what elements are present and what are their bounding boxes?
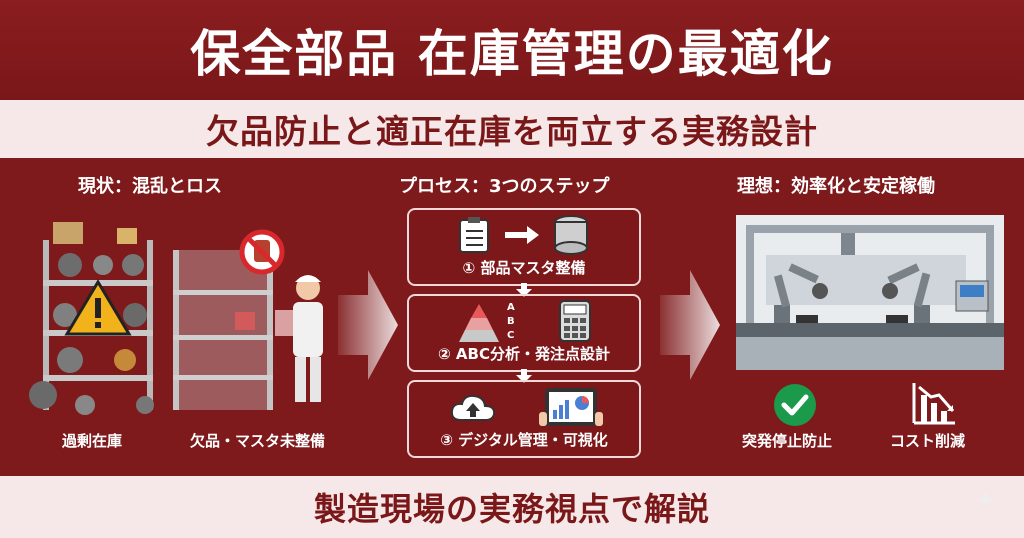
robot-arm-right — [882, 263, 931, 323]
arrow-left-to-middle — [338, 270, 398, 380]
left-heading: 現状：混乱とロス — [78, 176, 222, 197]
abc-label-c: C — [507, 330, 515, 341]
caption-cost-reduction: コスト削減 — [890, 432, 966, 450]
subtitle: 欠品防止と適正在庫を両立する実務設計 — [206, 112, 818, 151]
cost-down-icon — [912, 383, 955, 425]
sparkle-icon: ✦ — [975, 486, 996, 514]
robot-arm-left — [773, 263, 828, 323]
main-title: 保全部品 在庫管理の最適化 — [0, 0, 1024, 100]
step-3-label: ③ デジタル管理・可視化 — [440, 431, 608, 449]
step-1-box: ① 部品マスタ整備 — [407, 208, 641, 286]
factory-illustration — [736, 215, 1004, 370]
abc-pyramid-icon — [459, 304, 499, 342]
clipboard-icon — [459, 217, 489, 253]
left-illustration — [29, 222, 323, 415]
right-arrow-icon — [505, 226, 539, 244]
worker-figure — [275, 275, 323, 402]
footer-band: 製造現場の実務視点で解説 — [0, 476, 1024, 538]
database-icon — [554, 215, 588, 255]
calculator-icon — [559, 300, 591, 342]
tablet-chart-icon — [539, 388, 603, 426]
step-down-arrow-1 — [516, 283, 532, 297]
abc-label-a: A — [507, 302, 515, 313]
footer-text: 製造現場の実務視点で解説 — [313, 490, 710, 528]
subtitle-band: 欠品防止と適正在庫を両立する実務設計 — [0, 100, 1024, 158]
right-heading: 理想：効率化と安定稼働 — [737, 176, 935, 197]
step-2-label: ② ABC分析・発注点設計 — [438, 345, 610, 363]
arrow-middle-to-right — [660, 270, 720, 380]
caption-overstock: 過剰在庫 — [62, 432, 123, 450]
empty-shelf — [173, 250, 273, 410]
abc-label-b: B — [507, 316, 515, 327]
step-3-box: ③ デジタル管理・可視化 — [407, 380, 641, 458]
step-2-box: A B C ② ABC分析・発注点設計 — [407, 294, 641, 372]
caption-shortage: 欠品・マスタ未整備 — [190, 432, 326, 450]
check-icon — [774, 384, 816, 426]
middle-heading: プロセス：3つのステップ — [399, 176, 610, 197]
warning-icon — [64, 279, 132, 336]
cloud-upload-icon — [450, 394, 496, 421]
caption-downtime-prevention: 突発停止防止 — [742, 432, 833, 450]
no-hand-icon — [239, 229, 285, 275]
step-1-label: ① 部品マスタ整備 — [462, 259, 586, 277]
step-down-arrow-2 — [516, 369, 532, 383]
